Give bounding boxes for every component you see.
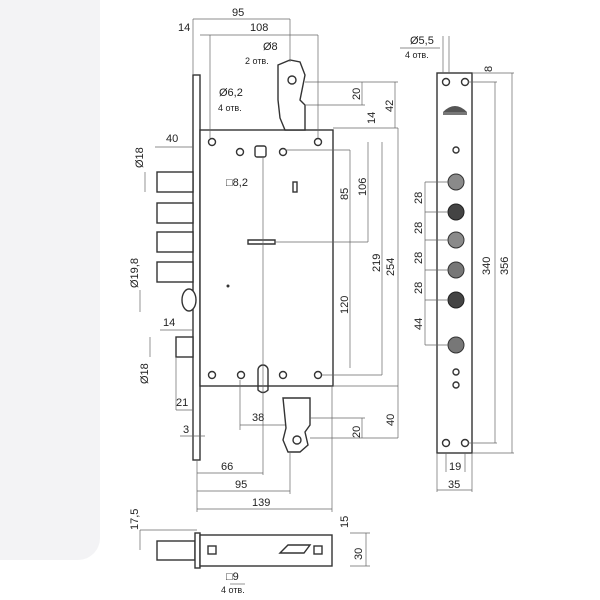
strike-plate (436, 72, 473, 454)
dim-28-c: 28 (413, 252, 425, 264)
hole-5-5-count: 4 отв. (405, 50, 429, 60)
dim-356: 356 (499, 257, 511, 275)
bolt-diameter-18-bottom: Ø18 (139, 363, 151, 384)
dim-40-right: 40 (385, 414, 397, 426)
lock-bottom-view (156, 532, 333, 569)
dim-35: 35 (448, 479, 460, 491)
dim-30: 30 (353, 548, 365, 560)
spindle-8-2: □8,2 (226, 177, 248, 189)
dim-42: 42 (384, 100, 396, 112)
dim-20-top: 20 (351, 88, 363, 100)
spindle-square (254, 145, 267, 158)
bolt (156, 261, 194, 283)
dimension-lines (139, 18, 399, 585)
dim-340: 340 (481, 257, 493, 275)
latch-diameter-19-8: Ø19,8 (129, 258, 141, 288)
brand-logo (443, 106, 467, 112)
latch (181, 288, 197, 312)
faceplate (192, 74, 201, 461)
dim-254: 254 (385, 258, 397, 276)
dim-219: 219 (371, 254, 383, 272)
hole-8-label: Ø8 (263, 41, 278, 53)
square-9-count: 4 отв. (221, 585, 245, 595)
bottom-bolt (175, 336, 194, 358)
lock-case (199, 129, 334, 387)
dim-8: 8 (483, 66, 495, 72)
dim-38: 38 (252, 412, 264, 424)
dim-95-bottom: 95 (235, 479, 247, 491)
bracket-hole (287, 75, 297, 85)
top-bracket (277, 59, 306, 131)
dim-44: 44 (413, 318, 425, 330)
background-panel (0, 0, 100, 560)
dim-19: 19 (449, 461, 461, 473)
dim-14-right: 14 (366, 112, 378, 124)
dimension-labels: 95 14 108 Ø8 2 отв. Ø6,2 4 отв. 20 14 42… (129, 7, 511, 595)
dim-21: 21 (176, 397, 188, 409)
dim-85: 85 (339, 188, 351, 200)
mount-holes (207, 137, 323, 380)
bolt-side (156, 540, 196, 561)
bottom-bracket (282, 397, 311, 453)
dim-15: 15 (339, 516, 351, 528)
bracket-hole (292, 435, 302, 445)
hole-62-count: 4 отв. (218, 103, 242, 113)
bolt (156, 171, 194, 193)
hole-62-label: Ø6,2 (219, 87, 243, 99)
dim-106: 106 (357, 178, 369, 196)
square-9-label: □9 (226, 571, 239, 583)
dim-108: 108 (250, 22, 268, 34)
bolt-diameter-18-top: Ø18 (134, 147, 146, 168)
dim-28-b: 28 (413, 222, 425, 234)
dim-14-top: 14 (178, 22, 190, 34)
case-side (199, 534, 333, 567)
dim-20-bottom: 20 (351, 426, 363, 438)
hole-5-5-label: Ø5,5 (410, 35, 434, 47)
slot (292, 181, 298, 193)
dim-28-a: 28 (413, 192, 425, 204)
dim-120: 120 (339, 296, 351, 314)
dim-17-5: 17,5 (129, 509, 141, 530)
cylinder-keyhole (257, 364, 269, 394)
strike-dimension-lines (400, 36, 514, 492)
dim-14-left: 14 (163, 317, 175, 329)
dim-66: 66 (221, 461, 233, 473)
dim-3: 3 (183, 424, 189, 436)
dim-95-top: 95 (232, 7, 244, 19)
dim-28-d: 28 (413, 282, 425, 294)
bolt (156, 231, 194, 253)
lever (247, 239, 276, 245)
dim-40-left: 40 (166, 133, 178, 145)
hole-8-count: 2 отв. (245, 56, 269, 66)
bolt (156, 202, 194, 224)
dim-139: 139 (252, 497, 270, 509)
lock-body (156, 59, 334, 475)
